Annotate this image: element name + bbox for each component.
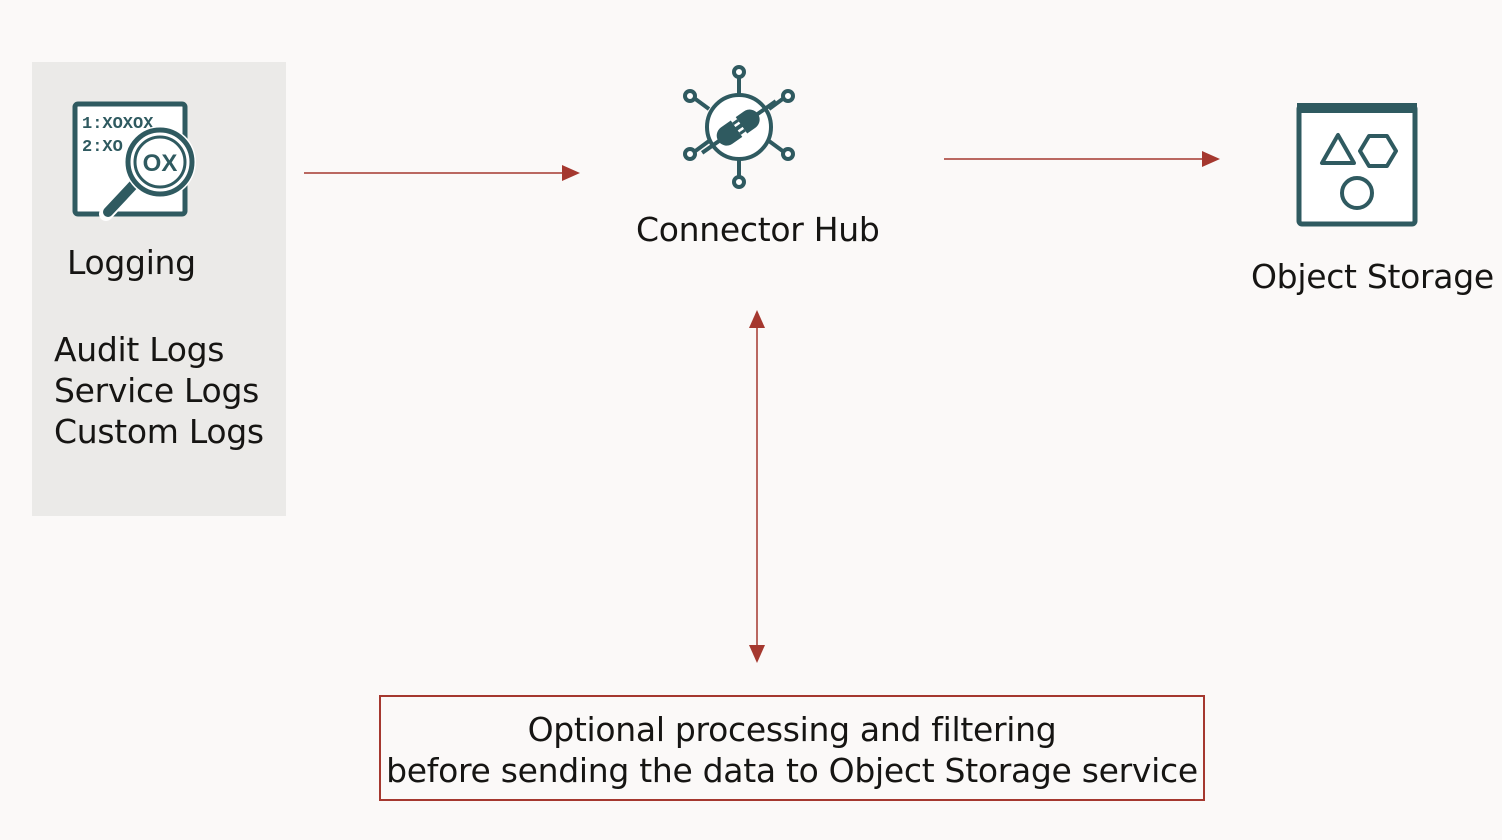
arrow-hub-to-processing <box>749 310 765 663</box>
log-type-item: Service Logs <box>54 371 259 410</box>
logging-label: Logging <box>67 243 196 282</box>
object-storage-icon <box>1296 103 1418 227</box>
optional-processing-box: Optional processing and filtering before… <box>379 695 1205 801</box>
logging-icon: 1:XOXOX 2:XO OX <box>72 101 196 221</box>
svg-text:OX: OX <box>143 150 178 177</box>
connector-hub-icon <box>683 65 795 189</box>
svg-text:2:XO: 2:XO <box>82 138 123 157</box>
log-type-item: Audit Logs <box>54 330 225 369</box>
arrow-logging-to-hub <box>304 165 580 181</box>
object-storage-label: Object Storage <box>1251 257 1494 296</box>
svg-text:1:XOXOX: 1:XOXOX <box>82 115 154 134</box>
log-types-list: Audit Logs Service Logs Custom Logs <box>54 329 264 452</box>
note-line-1: Optional processing and filtering <box>527 710 1057 749</box>
connector-hub-label: Connector Hub <box>636 210 880 249</box>
log-type-item: Custom Logs <box>54 412 264 451</box>
note-line-2: before sending the data to Object Storag… <box>386 751 1198 790</box>
arrow-hub-to-storage <box>944 151 1220 167</box>
